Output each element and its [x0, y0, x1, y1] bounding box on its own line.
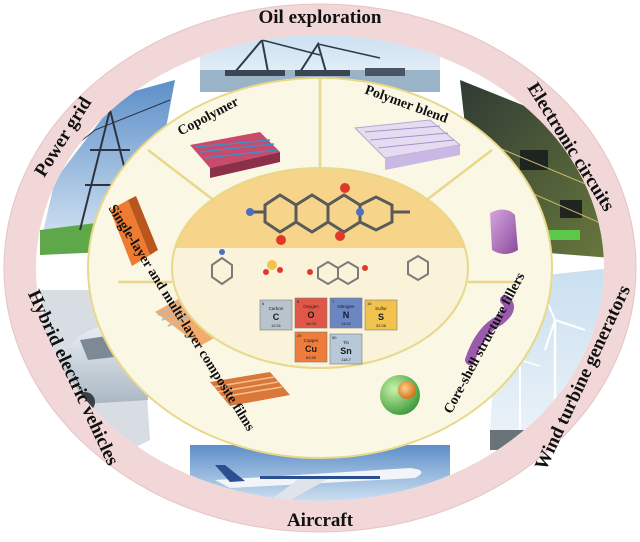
element-symbol: S	[378, 312, 384, 322]
small-molecules	[211, 249, 429, 286]
element-number: 6	[262, 301, 265, 306]
element-name: Carbon	[269, 306, 284, 311]
polymer-blend-illustration	[353, 119, 462, 170]
element-symbol: Cu	[305, 344, 317, 354]
element-symbol: O	[307, 310, 314, 320]
element-number: 8	[297, 299, 300, 304]
element-symbol: C	[273, 312, 280, 322]
sector-dividers	[118, 78, 522, 284]
element-mass: 16.00	[306, 321, 317, 326]
label-aircraft: Aircraft	[287, 510, 354, 531]
element-mass: 118.7	[341, 357, 351, 362]
element-number: 50	[332, 335, 337, 340]
element-number: 16	[367, 301, 372, 306]
element-symbol: N	[343, 310, 350, 320]
element-tiles: 6CarbonC12.018OxygenO16.007NitrogenN14.0…	[259, 297, 398, 365]
element-name: Nitrogen	[337, 304, 355, 309]
element-name: Oxygen	[303, 304, 319, 309]
element-number: 29	[297, 333, 302, 338]
element-name: Sulfur	[375, 306, 387, 311]
element-number: 7	[332, 299, 335, 304]
element-mass: 14.01	[341, 321, 352, 326]
copolymer-illustration	[190, 132, 280, 178]
element-symbol: Sn	[340, 346, 352, 356]
polymer-molecule	[246, 183, 410, 245]
element-name: Tin	[343, 340, 350, 345]
label-oil-exploration: Oil exploration	[259, 7, 382, 28]
element-mass: 63.55	[306, 355, 317, 360]
element-mass: 32.06	[376, 323, 387, 328]
fillers-illustrations	[380, 209, 518, 415]
films-illustrations	[110, 196, 290, 406]
element-mass: 12.01	[271, 323, 282, 328]
element-name: Copper	[304, 338, 319, 343]
